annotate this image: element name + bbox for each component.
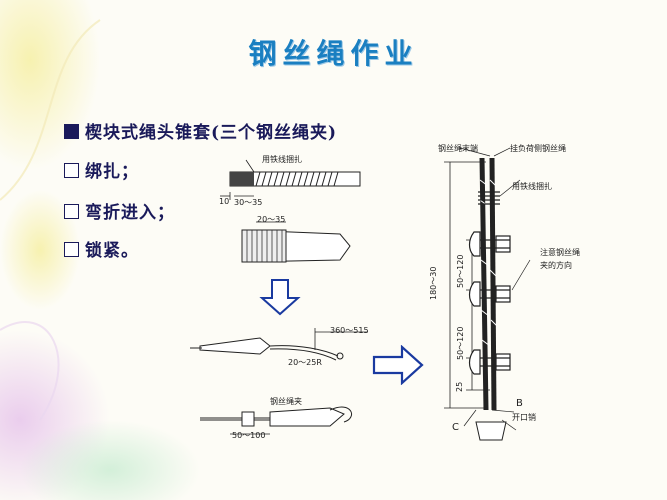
total-length-dimension: 180～30 [429, 266, 438, 300]
point-label-b: B [516, 398, 523, 409]
rope-tail-label: 钢丝绳末端 [438, 144, 478, 153]
bullet-item-2: 绑扎； [64, 157, 139, 182]
bullet-text: 锁紧。 [85, 241, 139, 261]
right-arrow-icon [372, 345, 424, 385]
bullet-item-1: 楔块式绳头锥套(三个钢丝绳夹) [64, 118, 337, 143]
bullet-text: 弯折进入； [85, 203, 175, 223]
down-arrow-icon [259, 279, 301, 316]
clip-direction-note: 注意钢丝绳 [540, 248, 580, 257]
wrapped-section-drawing [241, 221, 351, 263]
clip-label: 钢丝绳夹 [270, 397, 302, 406]
cotter-pin-label: 开口销 [512, 413, 536, 422]
empty-square-icon [64, 242, 79, 257]
bullet-text: 楔块式绳头锥套(三个钢丝绳夹) [85, 123, 338, 143]
clip-direction-note: 夹的方向 [540, 261, 572, 270]
binding-step-drawing [220, 159, 361, 200]
rope-clip-installation-diagram [444, 147, 531, 441]
binding-label: 用铁线捆扎 [262, 155, 302, 164]
bullet-item-3: 弯折进入； [64, 198, 175, 223]
load-side-rope-label: 挂负荷侧钢丝绳 [510, 144, 566, 153]
empty-square-icon [64, 163, 79, 178]
dimension-label: 20～25R [288, 358, 322, 367]
wire-binding-label: 用铁线捆扎 [512, 182, 552, 191]
dimension-label: 30～35 [234, 198, 263, 207]
rope-clip-3 [468, 349, 511, 375]
clip-step-drawing [200, 406, 353, 435]
rope-clip-2 [468, 281, 511, 307]
rope-clip-1 [468, 231, 511, 257]
upper-spacing-dimension: 50～120 [456, 254, 465, 288]
bottom-dimension: 25 [455, 381, 464, 392]
dimension-label: 10 [219, 197, 230, 206]
filled-square-icon [64, 124, 79, 139]
page-title: 钢丝绳作业 [248, 37, 419, 70]
lower-spacing-dimension: 50～120 [456, 326, 465, 360]
bullet-text: 绑扎； [85, 162, 139, 182]
point-label-c: C [452, 422, 459, 433]
bullet-item-4: 锁紧。 [64, 236, 139, 261]
empty-square-icon [64, 204, 79, 219]
dimension-label: 20～35 [257, 215, 286, 224]
rope-termination-steps-diagram [190, 159, 368, 435]
bending-step-drawing [190, 328, 368, 361]
dimension-label: 50～100 [232, 431, 266, 440]
dimension-label: 360～515 [330, 326, 369, 335]
